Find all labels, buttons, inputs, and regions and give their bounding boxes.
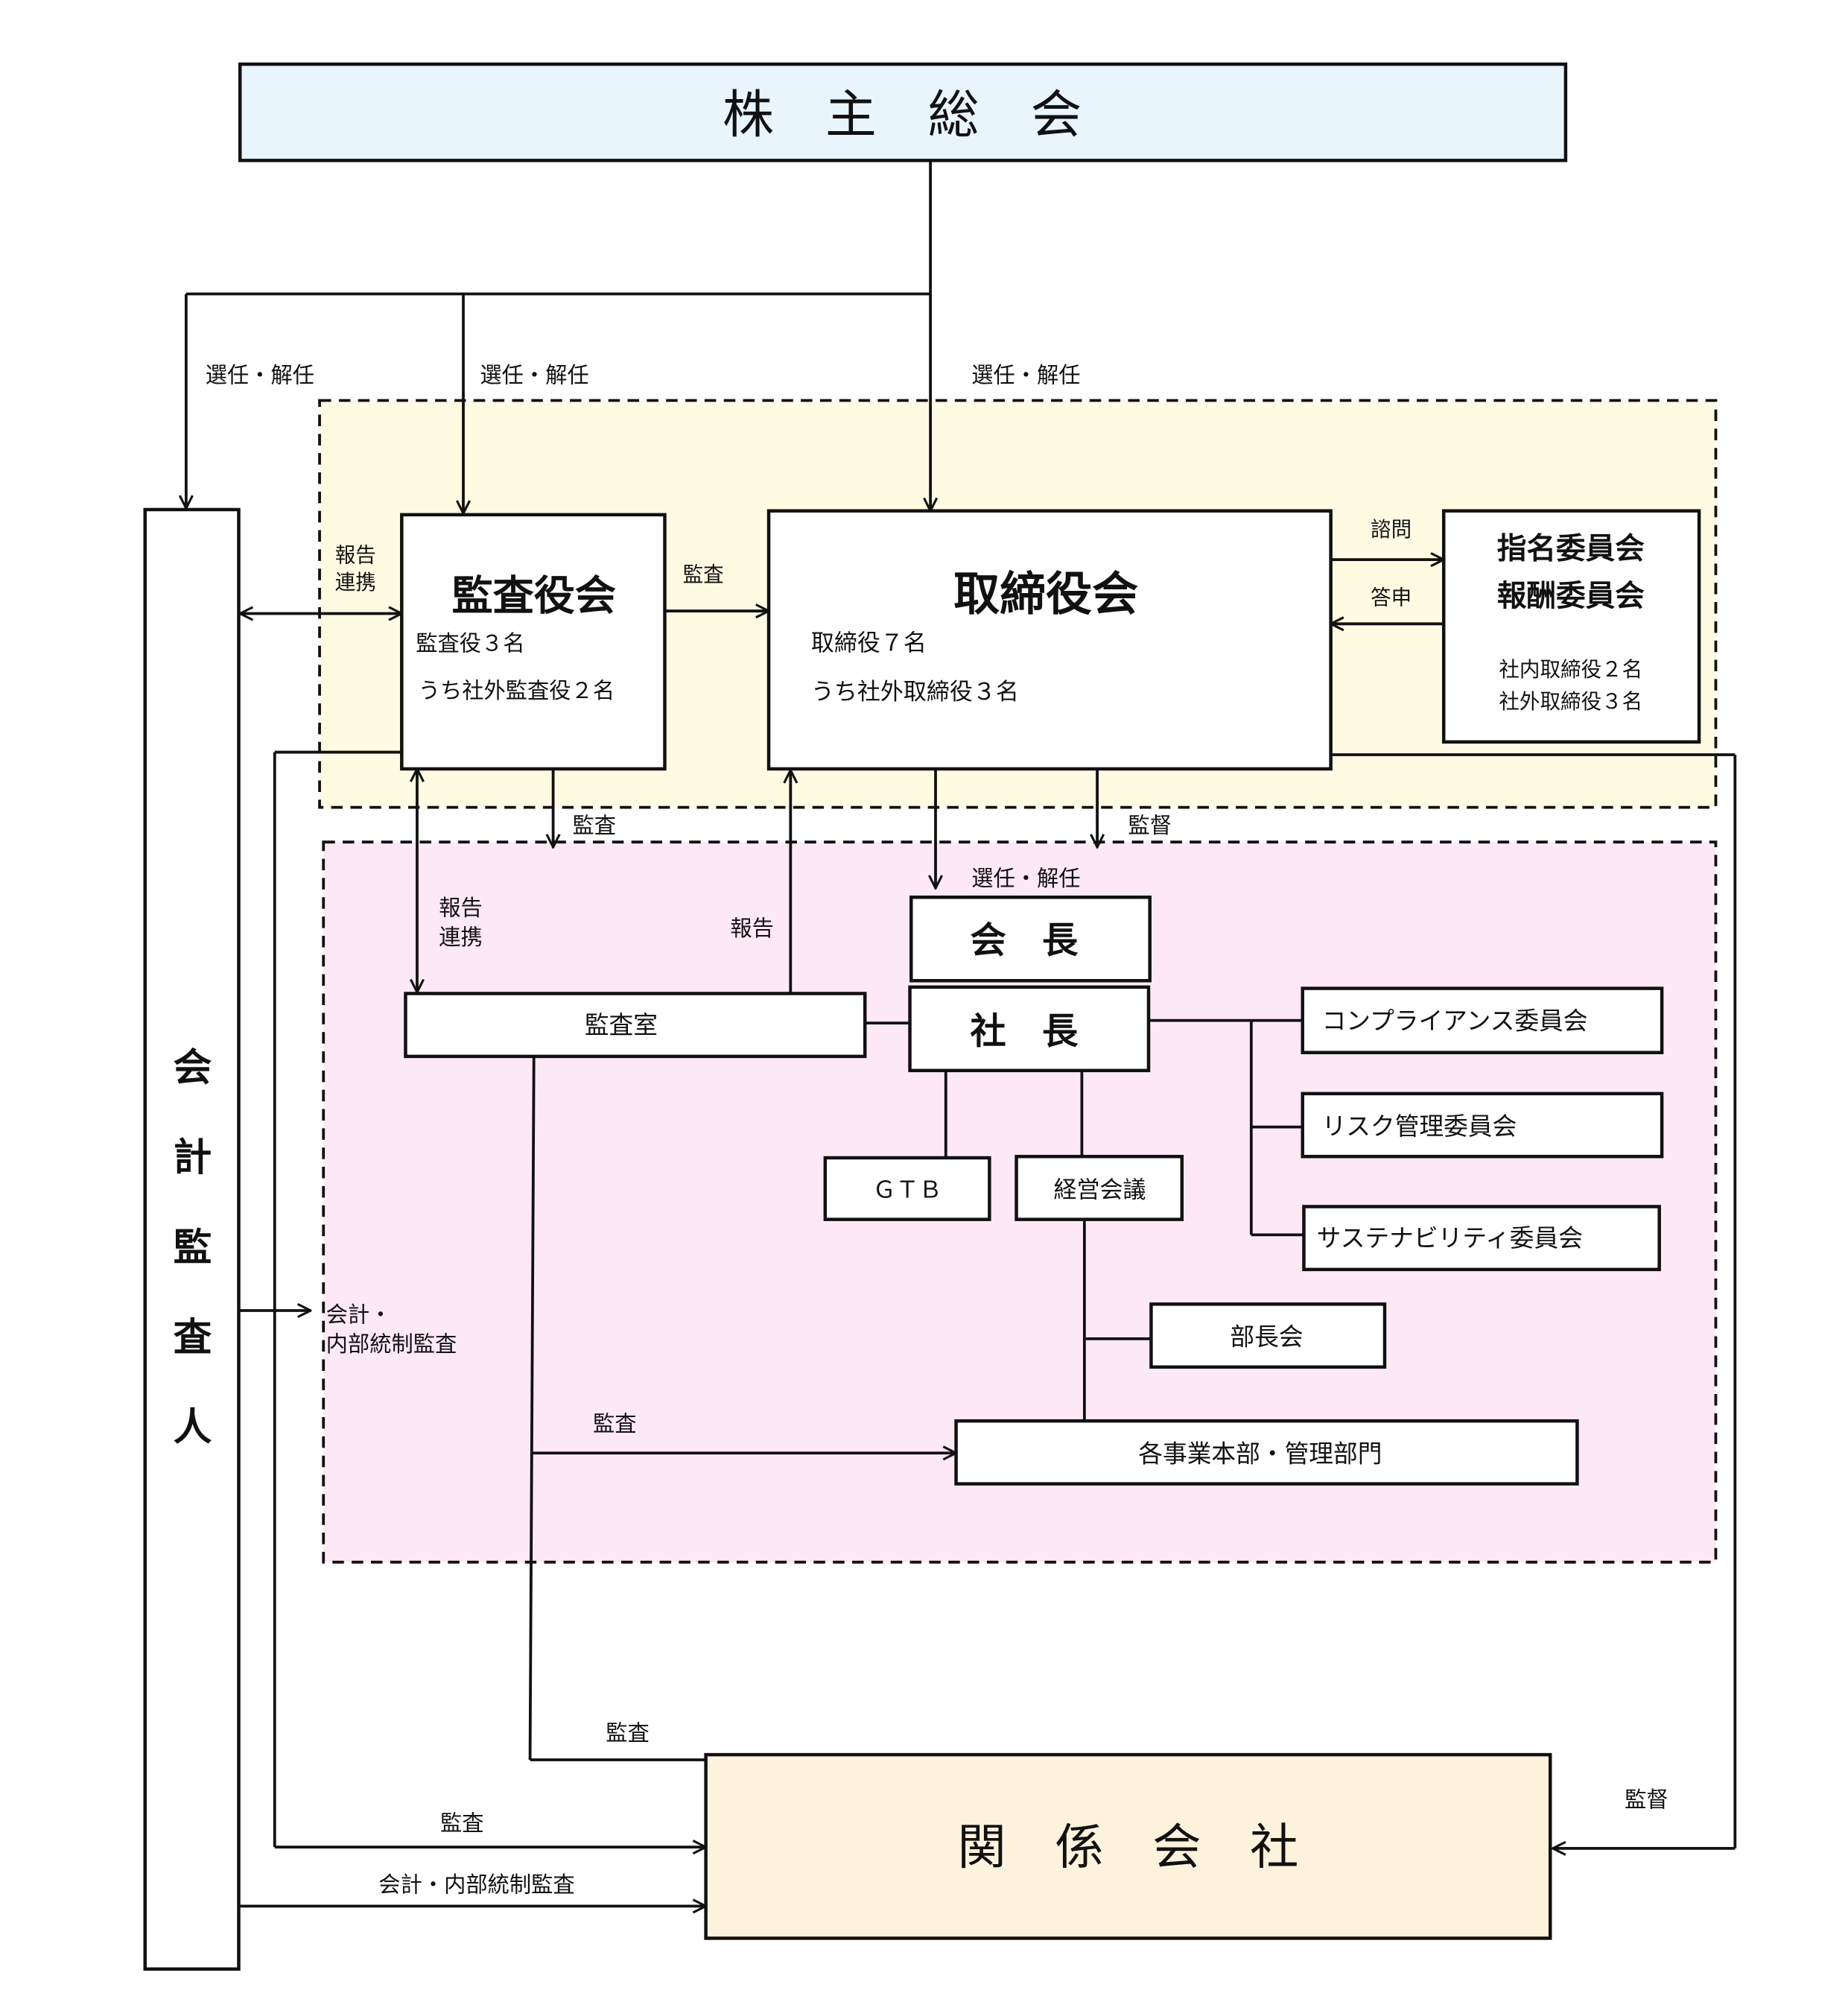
supervise-affiliates-label: 監督 xyxy=(1625,1787,1668,1813)
execution-connectors xyxy=(865,1018,1303,1422)
shareholders-box xyxy=(238,62,1568,162)
report-link-top-l1: 報告 xyxy=(335,544,376,568)
board-box xyxy=(766,509,1333,771)
elect-chairman-label: 選任・解任 xyxy=(971,866,1080,891)
consult-label: 諮問 xyxy=(1371,518,1412,542)
audit-office-box xyxy=(404,992,867,1059)
audit-office-label: 監査室 xyxy=(585,1011,658,1039)
report-link-mid-l1: 報告 xyxy=(439,895,483,920)
elect-audit-board-label: 選任・解任 xyxy=(480,362,588,387)
report-label: 報告 xyxy=(730,916,774,941)
shareholders-label: 株 主 総 会 xyxy=(723,85,1082,145)
gtb-label: ＧＴＢ xyxy=(873,1176,942,1203)
board-title: 取締役会 xyxy=(953,566,1138,621)
report-link-top-l2: 連携 xyxy=(335,571,376,595)
compensation-committee-label: 報酬委員会 xyxy=(1497,579,1645,613)
acct-internal-affiliates-label: 会計・内部統制監査 xyxy=(378,1872,574,1897)
acct-internal-l2: 内部統制監査 xyxy=(326,1331,457,1357)
board-count: 取締役７名 xyxy=(811,630,927,656)
audit-board-to-board-label: 監査 xyxy=(683,563,724,586)
svg-text:査: 査 xyxy=(174,1315,212,1360)
affiliates-box xyxy=(704,1752,1552,1940)
divisions-label: 各事業本部・管理部門 xyxy=(1138,1439,1382,1468)
accounting-auditor-box xyxy=(143,507,241,1971)
compliance-committee-label: コンプライアンス委員会 xyxy=(1322,1007,1588,1036)
board-zone-arrows xyxy=(240,560,1444,624)
committees-outside: 社外取締役３名 xyxy=(1499,690,1642,714)
chairman-label: 会 長 xyxy=(971,919,1079,961)
svg-text:監: 監 xyxy=(174,1226,212,1270)
board-affiliates-line xyxy=(1330,753,1737,1848)
sustainability-committee-label: サステナビリティ委員会 xyxy=(1317,1224,1583,1252)
audit-board-box xyxy=(400,513,667,771)
election-lines xyxy=(186,160,930,513)
elect-auditor-firm-label: 選任・解任 xyxy=(206,362,314,387)
acct-internal-l1: 会計・ xyxy=(326,1302,392,1328)
risk-committee-box xyxy=(1301,1092,1664,1159)
board-outside: うち社外取締役３名 xyxy=(811,679,1019,706)
svg-text:人: 人 xyxy=(174,1405,212,1450)
gm-meeting-box xyxy=(1149,1302,1387,1369)
risk-committee-label: リスク管理委員会 xyxy=(1322,1112,1517,1141)
svg-text:会: 会 xyxy=(174,1046,212,1091)
president-label: 社 長 xyxy=(971,1011,1079,1053)
chairman-box xyxy=(909,896,1152,983)
audit-board-outside: うち社外監査役２名 xyxy=(419,678,615,703)
compliance-committee-box xyxy=(1301,986,1664,1054)
audit-affiliates-board-label: 監査 xyxy=(440,1810,484,1836)
downward-arrows xyxy=(417,769,1097,992)
svg-text:計: 計 xyxy=(174,1135,212,1180)
report-link-mid-l2: 連携 xyxy=(439,925,483,950)
audit-board-affiliates-line xyxy=(273,750,706,1848)
nomination-committee-label: 指名委員会 xyxy=(1497,531,1645,565)
audit-divisions-label: 監査 xyxy=(593,1411,637,1436)
audit-down-label: 監査 xyxy=(572,813,616,838)
management-meeting-box xyxy=(1015,1155,1184,1221)
president-box xyxy=(908,985,1151,1073)
committees-box xyxy=(1442,509,1701,744)
management-meeting-label: 経営会議 xyxy=(1054,1176,1146,1203)
audit-affiliates-office-label: 監査 xyxy=(606,1720,650,1746)
elect-board-label: 選任・解任 xyxy=(971,362,1080,387)
audit-board-count: 監査役３名 xyxy=(416,630,524,656)
accounting-auditor-label: 会 計 監 査 人 xyxy=(174,1046,212,1450)
gm-meeting-label: 部長会 xyxy=(1230,1323,1303,1352)
gtb-box xyxy=(823,1156,991,1221)
sustainability-committee-box xyxy=(1302,1205,1661,1272)
affiliates-label: 関 係 会 社 xyxy=(957,1819,1298,1876)
answer-label: 答申 xyxy=(1371,586,1412,609)
audit-office-lines xyxy=(528,1056,956,1761)
audit-board-title: 監査役会 xyxy=(452,572,617,620)
committees-inside: 社内取締役２名 xyxy=(1499,658,1642,682)
supervise-down-label: 監督 xyxy=(1128,813,1172,838)
divisions-box xyxy=(954,1419,1579,1486)
